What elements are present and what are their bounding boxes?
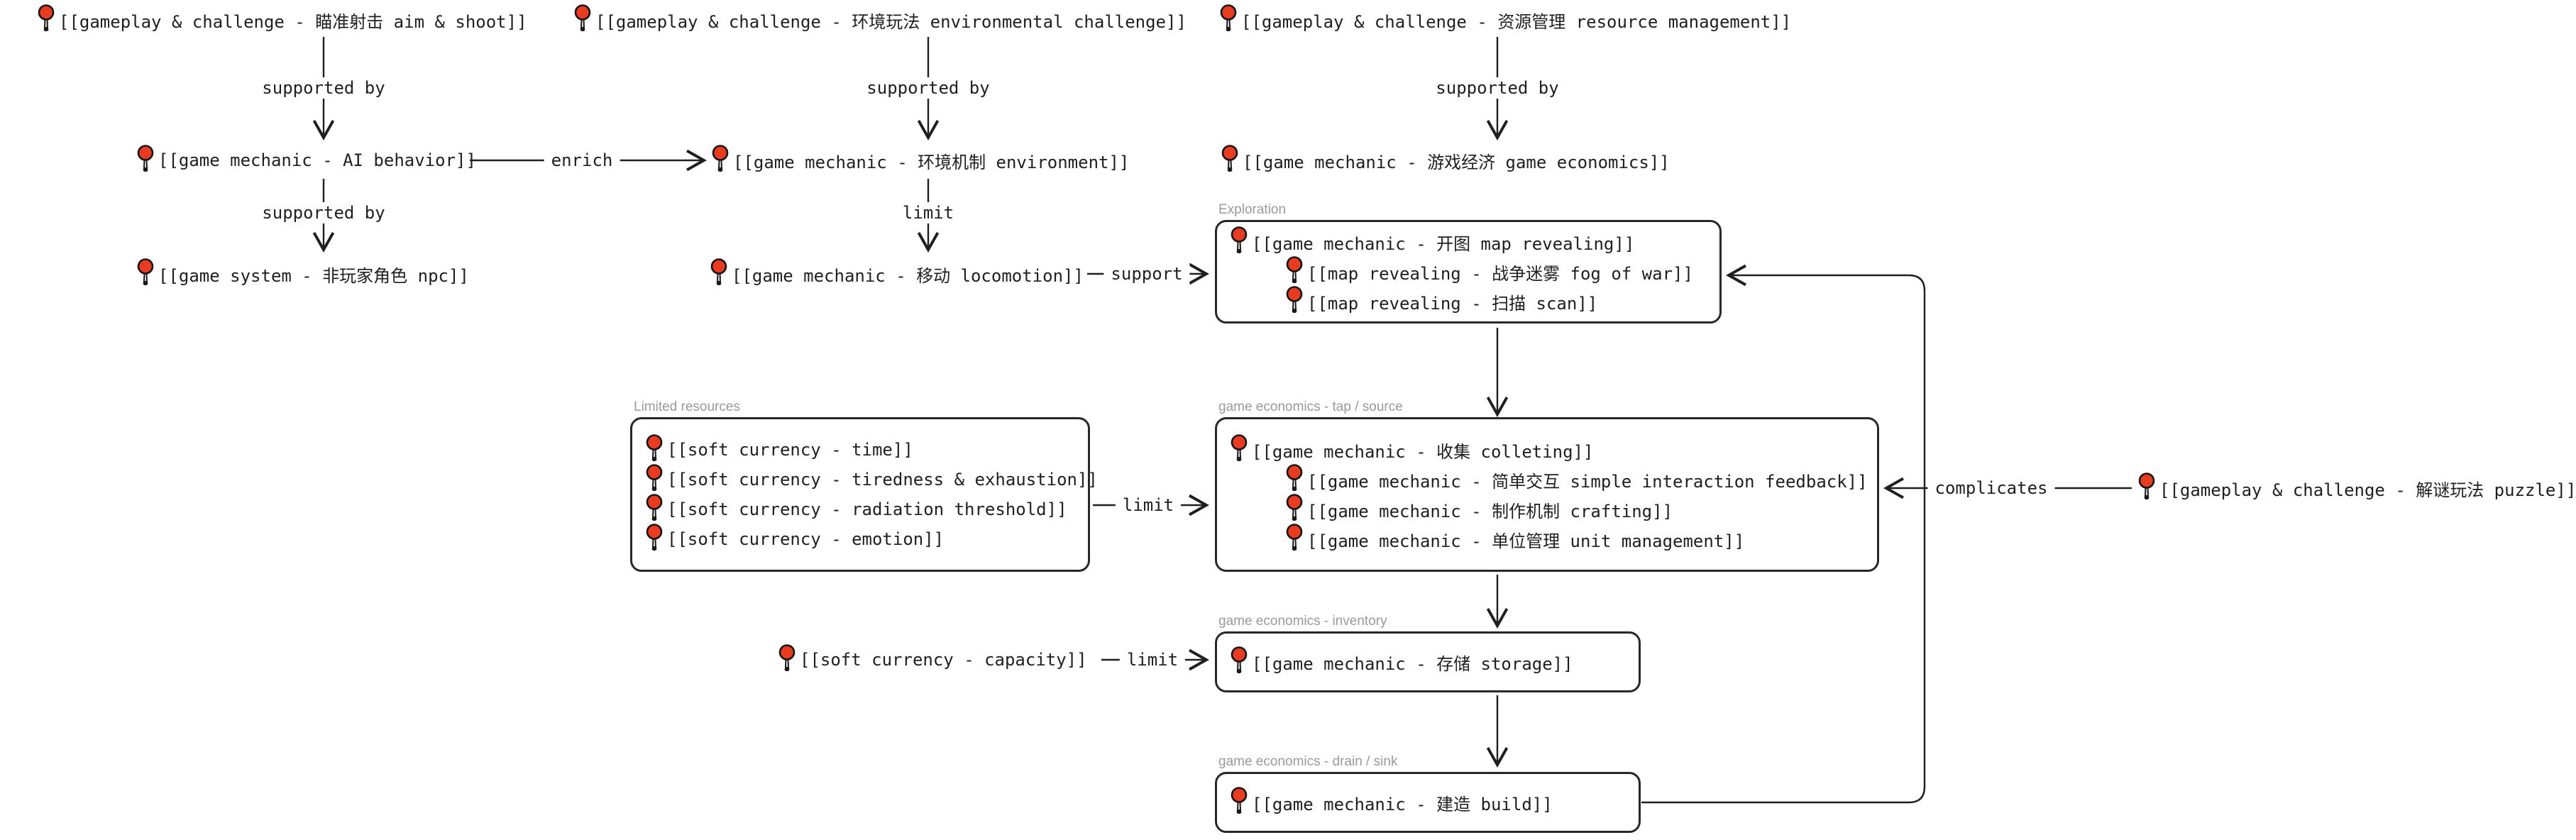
group-drain-sink: game economics - drain / sink [[game mec…: [1215, 754, 1641, 833]
edge-label-limit: limit: [895, 202, 962, 223]
edge-label-limit: limit: [1119, 649, 1186, 670]
pin-icon: [137, 258, 154, 287]
node-label: [[game mechanic - 制作机制 crafting]]: [1307, 501, 1673, 521]
node-locomotion[interactable]: [[game mechanic - 移动 locomotion]]: [710, 258, 1084, 289]
node-colleting[interactable]: [[game mechanic - 收集 colleting]]: [1230, 434, 1864, 465]
node-capacity[interactable]: [[soft currency - capacity]]: [778, 644, 1087, 675]
pin-icon: [1221, 145, 1238, 173]
node-aim-shoot[interactable]: [[gameplay & challenge - 瞄准射击 aim & shoo…: [37, 4, 527, 35]
group-limited-resources: Limited resources [[soft currency - time…: [630, 399, 1098, 572]
node-label: [[game mechanic - 开图 map revealing]]: [1252, 233, 1635, 254]
node-crafting[interactable]: [[game mechanic - 制作机制 crafting]]: [1285, 494, 1864, 524]
edge-build-to-exploration: [1641, 264, 1926, 804]
node-simple-interaction-feedback[interactable]: [[game mechanic - 简单交互 simple interactio…: [1285, 464, 1868, 494]
node-map-revealing[interactable]: [[game mechanic - 开图 map revealing]]: [1230, 226, 1707, 257]
node-environment[interactable]: [[game mechanic - 环境机制 environment]]: [711, 145, 1129, 176]
group-label: Limited resources: [634, 399, 740, 414]
pin-icon: [1231, 434, 1248, 463]
pin-icon: [137, 145, 154, 173]
pin-icon: [1286, 494, 1303, 522]
node-label: [[game mechanic - 移动 locomotion]]: [732, 265, 1084, 286]
node-storage[interactable]: [[game mechanic - 存储 storage]]: [1230, 646, 1626, 677]
node-resource-management[interactable]: [[gameplay & challenge - 资源管理 resource m…: [1219, 4, 1791, 35]
node-emotion[interactable]: [[soft currency - emotion]]: [645, 524, 1075, 554]
pin-icon: [1286, 286, 1303, 314]
node-build[interactable]: [[game mechanic - 建造 build]]: [1230, 787, 1626, 817]
edge-label-supported-by: supported by: [859, 77, 997, 99]
node-label: [[soft currency - time]]: [667, 440, 913, 460]
edge-label-supported-by: supported by: [1429, 77, 1566, 99]
group-exploration: Exploration [[game mechanic - 开图 map rev…: [1215, 202, 1722, 324]
node-label: [[soft currency - radiation threshold]]: [667, 499, 1067, 519]
pin-icon: [646, 434, 663, 463]
pin-icon: [646, 494, 663, 522]
edge-label-supported-by: supported by: [255, 77, 392, 99]
node-label: [[game mechanic - 建造 build]]: [1252, 794, 1553, 814]
node-unit-management[interactable]: [[game mechanic - 单位管理 unit management]]: [1285, 524, 1864, 554]
pin-icon: [1286, 524, 1303, 552]
node-label: [[gameplay & challenge - 解谜玩法 puzzle]]: [2159, 480, 2576, 500]
node-label: [[game mechanic - 环境机制 environment]]: [733, 152, 1130, 172]
node-label: [[game system - 非玩家角色 npc]]: [158, 265, 469, 286]
pin-icon: [1220, 4, 1237, 33]
node-npc[interactable]: [[game system - 非玩家角色 npc]]: [136, 258, 469, 289]
node-label: [[gameplay & challenge - 环境玩法 environmen…: [595, 11, 1187, 32]
pin-icon: [1286, 464, 1303, 492]
node-game-economics[interactable]: [[game mechanic - 游戏经济 game economics]]: [1221, 145, 1670, 176]
node-label: [[game mechanic - 单位管理 unit management]]: [1307, 531, 1745, 551]
node-label: [[soft currency - capacity]]: [800, 650, 1087, 670]
node-tiredness-exhaustion[interactable]: [[soft currency - tiredness & exhaustion…: [645, 464, 1098, 494]
edge-label-enrich: enrich: [544, 150, 620, 171]
node-environmental-challenge[interactable]: [[gameplay & challenge - 环境玩法 environmen…: [573, 4, 1187, 35]
pin-icon: [646, 524, 663, 552]
edge-label-supported-by: supported by: [255, 202, 392, 223]
group-tap-source: game economics - tap / source [[game mec…: [1215, 399, 1879, 572]
node-label: [[game mechanic - 简单交互 simple interactio…: [1307, 471, 1868, 492]
pin-icon: [1231, 787, 1248, 815]
pin-icon: [1231, 226, 1248, 255]
node-radiation-threshold[interactable]: [[soft currency - radiation threshold]]: [645, 494, 1075, 524]
edge-label-support: support: [1103, 263, 1190, 284]
group-label: game economics - drain / sink: [1218, 754, 1398, 769]
node-label: [[game mechanic - 游戏经济 game economics]]: [1243, 152, 1670, 172]
node-label: [[game mechanic - AI behavior]]: [158, 150, 476, 170]
group-label: game economics - inventory: [1218, 614, 1387, 629]
pin-icon: [38, 4, 55, 33]
pin-icon: [646, 464, 663, 492]
pin-icon: [574, 4, 591, 33]
node-scan[interactable]: [[map revealing - 扫描 scan]]: [1285, 286, 1707, 316]
group-label: Exploration: [1218, 202, 1287, 217]
node-label: [[soft currency - tiredness & exhaustion…: [667, 470, 1098, 490]
group-inventory: game economics - inventory [[game mechan…: [1215, 614, 1641, 692]
node-fog-of-war[interactable]: [[map revealing - 战争迷雾 fog of war]]: [1285, 256, 1707, 287]
pin-icon: [712, 145, 729, 173]
pin-icon: [710, 258, 727, 287]
node-label: [[game mechanic - 收集 colleting]]: [1252, 441, 1594, 462]
pin-icon: [2138, 472, 2155, 501]
group-label: game economics - tap / source: [1218, 399, 1403, 414]
pin-icon: [778, 644, 796, 673]
pin-icon: [1286, 256, 1303, 284]
pin-icon: [1231, 646, 1248, 675]
edge-label-complicates: complicates: [1927, 477, 2055, 499]
node-label: [[map revealing - 扫描 scan]]: [1307, 293, 1598, 314]
edge-label-limit: limit: [1115, 494, 1182, 516]
node-label: [[gameplay & challenge - 资源管理 resource m…: [1241, 11, 1792, 32]
node-label: [[game mechanic - 存储 storage]]: [1252, 653, 1573, 674]
node-label: [[map revealing - 战争迷雾 fog of war]]: [1307, 263, 1693, 284]
node-label: [[gameplay & challenge - 瞄准射击 aim & shoo…: [59, 11, 527, 32]
node-ai-behavior[interactable]: [[game mechanic - AI behavior]]: [136, 145, 476, 176]
node-label: [[soft currency - emotion]]: [667, 529, 945, 549]
node-puzzle[interactable]: [[gameplay & challenge - 解谜玩法 puzzle]]: [2137, 472, 2576, 504]
node-time[interactable]: [[soft currency - time]]: [645, 434, 1075, 465]
